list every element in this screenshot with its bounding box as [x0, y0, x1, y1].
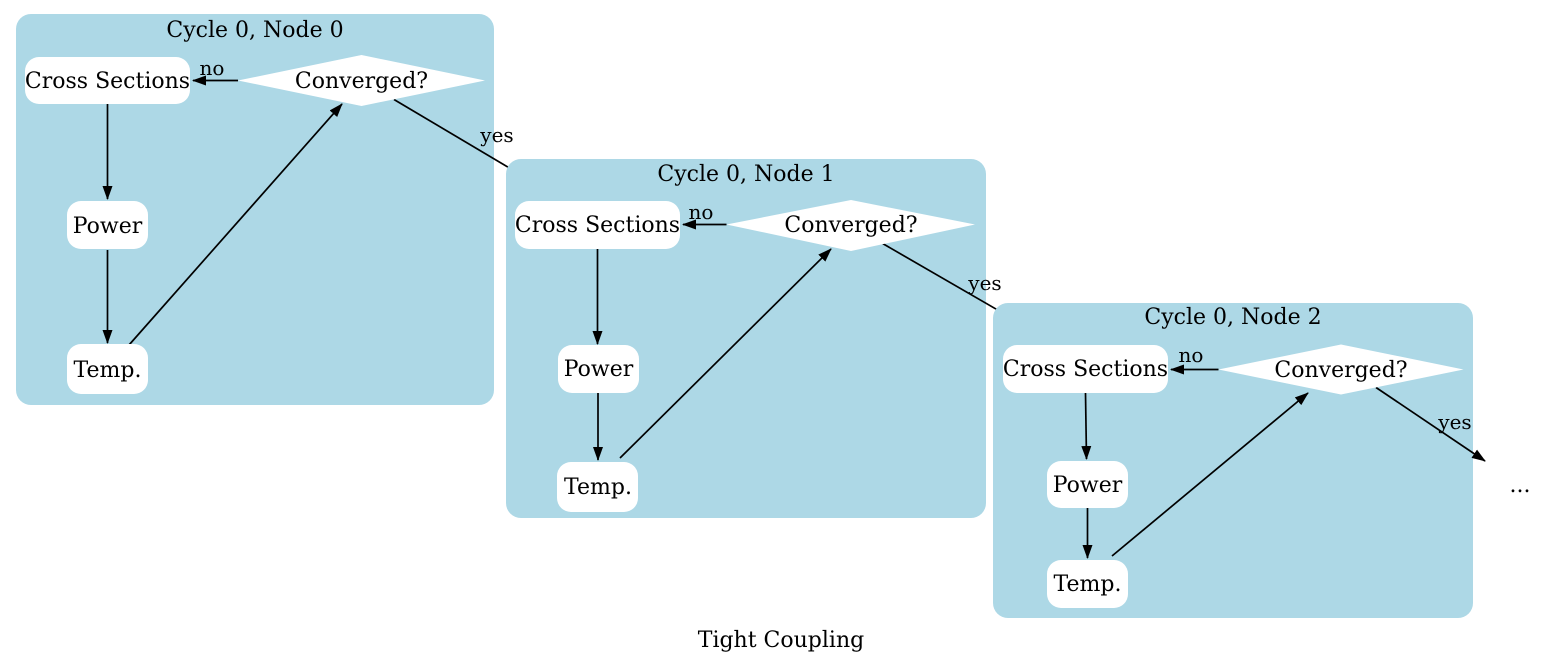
- edge-label-yes-0: yes: [479, 123, 513, 147]
- node-temp-1-label: Temp.: [564, 475, 632, 500]
- node-cross-sections-0: [25, 57, 190, 104]
- node-temp-0: [67, 344, 148, 394]
- decision-converged-0: [238, 55, 485, 106]
- node-cross-sections-0-label: Cross Sections: [25, 69, 190, 94]
- edge-temp-to-converged-2: [1111, 392, 1309, 557]
- edge-label-no-0: no: [200, 56, 225, 80]
- decision-converged-2-label: Converged?: [1274, 358, 1407, 383]
- decision-converged-1: [726, 200, 975, 251]
- diagram-caption: Tight Coupling: [698, 628, 864, 653]
- node-power-2-label: Power: [1053, 473, 1123, 498]
- node-cross-sections-2: [1003, 345, 1168, 393]
- continuation-ellipsis: ...: [1510, 473, 1531, 498]
- decision-converged-0-label: Converged?: [295, 69, 428, 94]
- cluster-cycle0-node2: Cycle 0, Node 2 no yes Cross Sections Co…: [993, 303, 1486, 618]
- node-power-0-label: Power: [73, 214, 143, 239]
- decision-converged-1-label: Converged?: [784, 213, 917, 238]
- node-cross-sections-1-label: Cross Sections: [515, 213, 680, 238]
- edge-label-yes-1: yes: [967, 271, 1001, 295]
- node-cross-sections-1: [515, 201, 680, 249]
- node-cross-sections-2-label: Cross Sections: [1003, 357, 1168, 382]
- cluster-cycle0-node1: Cycle 0, Node 1 no yes Cross Sections Co…: [506, 159, 1054, 518]
- edge-converged-yes-2: [1375, 386, 1486, 462]
- edge-label-yes-2: yes: [1437, 410, 1471, 434]
- cluster-2-title: Cycle 0, Node 2: [1144, 305, 1321, 330]
- cluster-0-title: Cycle 0, Node 0: [166, 18, 343, 43]
- node-temp-2-label: Temp.: [1054, 572, 1122, 597]
- edge-temp-to-converged-0: [128, 103, 343, 346]
- edge-label-no-2: no: [1179, 343, 1204, 367]
- cluster-1-title: Cycle 0, Node 1: [657, 162, 834, 187]
- edge-label-no-1: no: [689, 200, 714, 224]
- edge-crosssections-to-power-2: [1081, 392, 1092, 460]
- decision-converged-2: [1218, 344, 1464, 395]
- node-power-2: [1047, 461, 1128, 508]
- node-power-0: [67, 201, 148, 249]
- cluster-0-background: [16, 14, 494, 405]
- edge-temp-to-converged-1: [619, 248, 832, 459]
- node-temp-2: [1047, 560, 1128, 608]
- cluster-cycle0-node0: Cycle 0, Node 0 no yes Cross Sections Co…: [16, 14, 561, 405]
- node-power-1: [558, 345, 639, 393]
- node-power-1-label: Power: [564, 357, 634, 382]
- node-temp-0-label: Temp.: [74, 358, 142, 383]
- node-temp-1: [557, 462, 638, 512]
